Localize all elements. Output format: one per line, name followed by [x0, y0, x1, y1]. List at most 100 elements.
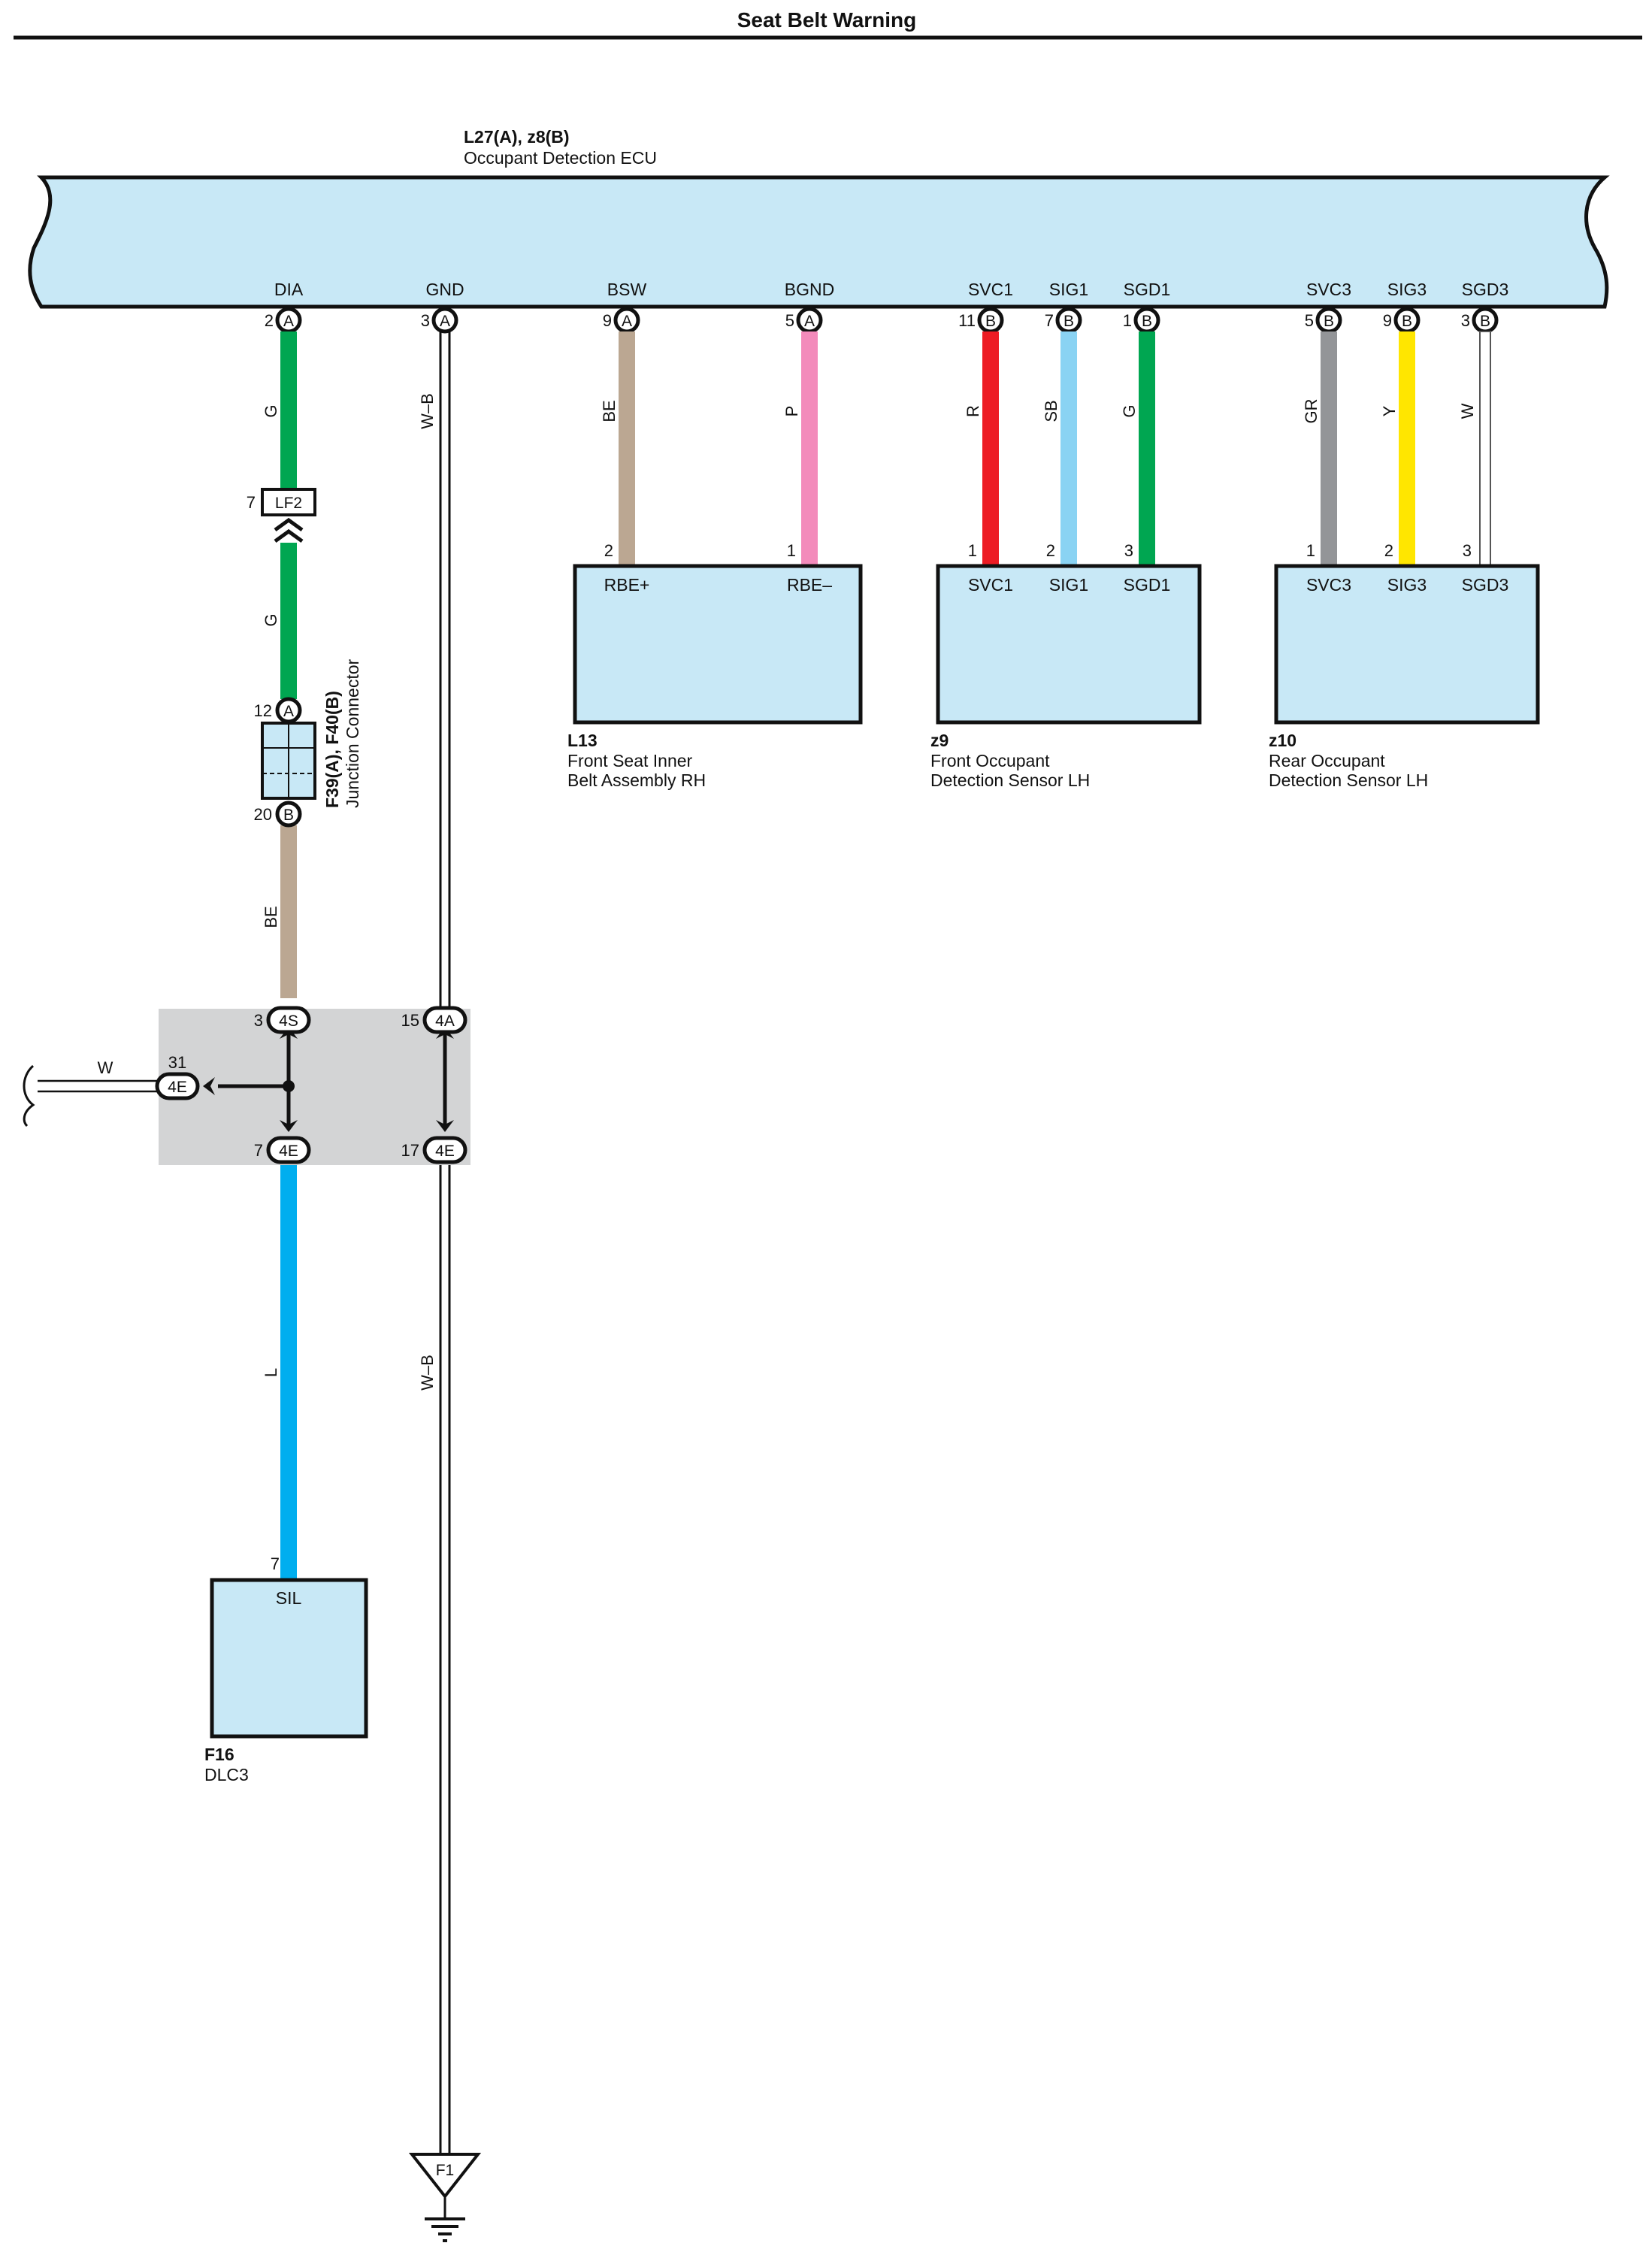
z10-pin-name: SGD3 — [1462, 575, 1509, 595]
wire-label-bsw: BE — [600, 400, 619, 422]
ecu-terminal-sig3: SIG3 — [1387, 280, 1427, 299]
ecu-terminal-svc1: SVC1 — [968, 280, 1013, 299]
l13-line1: Front Seat Inner — [567, 751, 693, 770]
splice-tr-conn: 4A — [435, 1012, 455, 1030]
z10-line1: Rear Occupant — [1269, 751, 1385, 770]
ecu-pin-number: 11 — [958, 311, 976, 330]
l13-line2: Belt Assembly RH — [567, 770, 706, 790]
ecu-pin-conn: A — [440, 313, 450, 330]
ground-f1: F1 — [408, 2153, 482, 2242]
ecu-terminals: DIAA2GNDA3BSWA9BGNDA5SVC1B11SIG1B7SGD1B1… — [265, 280, 1509, 334]
wire-label-dia-mid: G — [262, 613, 280, 626]
inline-connector-lf2: 7 LF2 — [247, 488, 316, 543]
z10-pin-num: 2 — [1384, 541, 1393, 560]
component-z10: z10 Rear Occupant Detection Sensor LH — [1269, 564, 1540, 790]
ecu-pin-number: 9 — [603, 311, 612, 330]
wire-label-svc3: GR — [1302, 399, 1321, 424]
wire-label-bgnd: P — [782, 406, 801, 417]
ecu-pin-conn: A — [804, 313, 815, 330]
ecu-terminal-dia: DIA — [274, 280, 304, 299]
f16-pin-num: 7 — [271, 1554, 280, 1573]
ecu-pin-number: 5 — [785, 311, 794, 330]
lf2-pin: 7 — [247, 493, 256, 512]
ecu-pin-conn: A — [283, 313, 294, 330]
wire-dia-lower — [280, 825, 297, 998]
ecu-pin-conn: B — [1064, 313, 1074, 330]
splice-tl-conn: 4S — [279, 1012, 298, 1030]
wire-sig3 — [1399, 331, 1415, 566]
wire-dia-bottom — [280, 1164, 297, 1580]
f16-id: F16 — [204, 1745, 234, 1764]
wire-label-sig3: Y — [1380, 405, 1399, 416]
wire-svc1 — [982, 331, 999, 566]
f16-pin-name: SIL — [276, 1588, 302, 1608]
ecu-pin-conn: B — [1142, 313, 1152, 330]
component-l13: L13 Front Seat Inner Belt Assembly RH — [567, 564, 863, 790]
component-z9: z9 Front Occupant Detection Sensor LH — [930, 564, 1202, 790]
splice-side-conn: 4E — [168, 1079, 187, 1096]
wire-label-svc1: R — [964, 405, 982, 417]
ecu-name: Occupant Detection ECU — [464, 148, 657, 168]
junction-bottom-pin: 20 — [254, 805, 272, 824]
junction-name: Junction Connector — [343, 658, 362, 808]
splice-tr-pill — [422, 1006, 467, 1034]
z9-line2: Detection Sensor LH — [930, 770, 1090, 790]
splice-tl-pin: 3 — [254, 1011, 263, 1030]
ecu-terminal-sgd1: SGD1 — [1124, 280, 1171, 299]
l13-id: L13 — [567, 731, 598, 750]
l13-pin-num: 1 — [787, 541, 796, 560]
wire-sgd3 — [1479, 331, 1491, 567]
arrow-down-right — [436, 1120, 454, 1132]
z9-pin-num: 1 — [968, 541, 977, 560]
wire-label-gnd-lower: W–B — [418, 1355, 437, 1391]
ecu-terminal-sgd3: SGD3 — [1462, 280, 1509, 299]
wire-label-sgd3: W — [1458, 403, 1477, 419]
l13-pin-name: RBE– — [787, 575, 832, 595]
z9-pin-name: SGD1 — [1124, 575, 1171, 595]
ecu-terminal-gnd: GND — [425, 280, 464, 299]
ecu-id: L27(A), z8(B) — [464, 127, 570, 147]
junction-id: F39(A), F40(B) — [322, 691, 342, 808]
wire-bgnd — [801, 331, 818, 566]
wire-sig1 — [1060, 331, 1077, 566]
component-f16: 7 SIL F16 DLC3 — [204, 1554, 368, 1784]
splice-br-conn: 4E — [435, 1143, 455, 1160]
z10-pin-name: SIG3 — [1387, 575, 1427, 595]
z9-pin-num: 2 — [1046, 541, 1055, 560]
wire-sgd1 — [1139, 331, 1155, 566]
splice-tr-pin: 15 — [401, 1011, 419, 1030]
arrow-down-left — [280, 1120, 298, 1132]
splice-br-pill — [422, 1136, 467, 1164]
z9-line1: Front Occupant — [930, 751, 1050, 770]
z10-id: z10 — [1269, 731, 1296, 750]
ecu-pin-conn: B — [1480, 313, 1490, 330]
junction-connector: F39(A), F40(B) Junction Connector — [261, 658, 362, 808]
ecu-pin-number: 3 — [1461, 311, 1470, 330]
ecu-pin-number: 3 — [421, 311, 430, 330]
junction-top-pin: 12 — [254, 701, 272, 720]
ecu-pin-number: 7 — [1045, 311, 1054, 330]
wire-label-dia-lower: BE — [262, 906, 280, 928]
splice-bl-pin: 7 — [254, 1141, 263, 1160]
ecu-terminal-bsw: BSW — [607, 280, 647, 299]
wire-break — [23, 1064, 35, 1128]
z9-pin-name: SIG1 — [1049, 575, 1088, 595]
splice-bl-conn: 4E — [279, 1143, 298, 1160]
wire-dia-upper — [280, 331, 297, 489]
arrow-left-side — [203, 1077, 215, 1095]
wire-svc3 — [1321, 331, 1337, 566]
z9-pin-num: 3 — [1124, 541, 1133, 560]
l13-pin-num: 2 — [604, 541, 613, 560]
f16-name: DLC3 — [204, 1765, 249, 1784]
splice-side-pin: 31 — [168, 1053, 186, 1072]
ecu-pin-conn: A — [622, 313, 632, 330]
junction-bottom-circle — [275, 801, 302, 828]
wires — [23, 331, 1491, 2154]
z9-id: z9 — [930, 731, 949, 750]
wire-label-dia-upper: G — [262, 404, 280, 417]
wire-label-sgd1: G — [1120, 404, 1139, 417]
